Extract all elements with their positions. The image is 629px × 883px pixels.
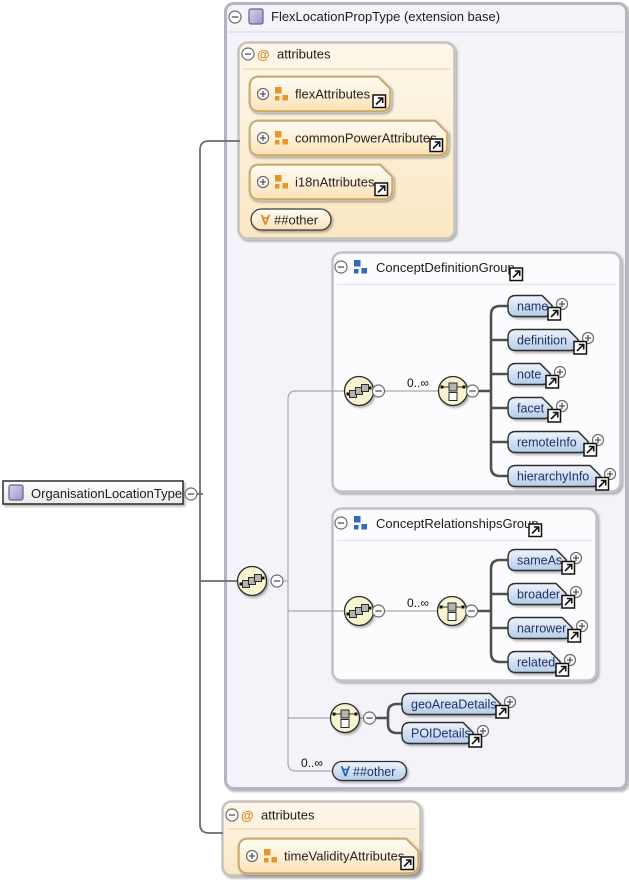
- element-label: hierarchyInfo: [517, 470, 589, 484]
- root-element-label: OrganisationLocationType: [31, 486, 182, 501]
- occurrence-label: 0..∞: [407, 376, 429, 390]
- collapse-icon[interactable]: [464, 604, 479, 618]
- complex-type-icon: [248, 8, 264, 25]
- element-node[interactable]: narrower: [507, 616, 589, 643]
- link-arrow-icon[interactable]: [528, 523, 543, 538]
- collapse-icon[interactable]: [362, 711, 377, 725]
- base-attributes-header: @ attributes: [241, 47, 331, 62]
- link-arrow-icon[interactable]: [583, 442, 598, 457]
- complex-type-icon: [8, 484, 24, 501]
- element-node[interactable]: related: [507, 650, 577, 677]
- collapse-icon[interactable]: [371, 384, 386, 398]
- element-node[interactable]: definition: [507, 328, 595, 355]
- attribute-group-label: commonPowerAttributes: [295, 131, 437, 146]
- link-arrow-icon[interactable]: [547, 306, 562, 321]
- link-arrow-icon[interactable]: [555, 662, 570, 677]
- root-element-node[interactable]: OrganisationLocationType: [2, 480, 198, 505]
- occurrence-label: 0..∞: [301, 756, 323, 770]
- collapse-icon[interactable]: [241, 47, 255, 61]
- element-label: geoAreaDetails: [411, 698, 496, 712]
- element-node[interactable]: broader: [507, 582, 583, 609]
- definition-group-bracket: [478, 304, 511, 478]
- link-arrow-icon[interactable]: [561, 560, 576, 575]
- element-label: narrower: [517, 622, 566, 636]
- link-arrow-icon[interactable]: [374, 182, 389, 197]
- local-attributes-header: @ attributes: [225, 808, 315, 823]
- element-node[interactable]: POIDetails: [401, 721, 490, 748]
- link-arrow-icon[interactable]: [429, 138, 444, 153]
- attributes-title: attributes: [261, 808, 315, 823]
- attribute-group-node[interactable]: timeValidityAttributes: [237, 837, 420, 875]
- attribute-group-label: timeValidityAttributes: [284, 849, 405, 864]
- element-label: POIDetails: [411, 727, 471, 741]
- collapse-icon[interactable]: [270, 574, 284, 588]
- element-node[interactable]: facet: [507, 396, 569, 423]
- relationships-group-bracket: [477, 558, 511, 664]
- element-label: sameAs: [517, 554, 562, 568]
- concept-relationships-group-header: ConceptRelationshipsGroup: [334, 516, 543, 538]
- element-node[interactable]: remoteInfo: [507, 430, 605, 457]
- attribute-group-label: flexAttributes: [295, 87, 371, 102]
- forall-icon: ∀: [340, 764, 351, 779]
- attribute-group-node[interactable]: i18nAttributes: [248, 163, 394, 201]
- collapse-icon[interactable]: [371, 604, 386, 618]
- collapse-icon[interactable]: [225, 808, 239, 822]
- element-node[interactable]: hierarchyInfo: [507, 464, 617, 491]
- element-label: name: [517, 300, 548, 314]
- element-node[interactable]: sameAs: [507, 548, 583, 575]
- forall-icon: ∀: [260, 213, 271, 228]
- element-label: broader: [517, 588, 560, 602]
- attribute-wildcard-label: ##other: [274, 213, 319, 228]
- collapse-icon[interactable]: [334, 516, 348, 530]
- collapse-icon[interactable]: [184, 487, 198, 501]
- expand-icon[interactable]: [256, 175, 270, 189]
- element-label: definition: [517, 334, 567, 348]
- link-arrow-icon[interactable]: [372, 94, 387, 109]
- element-wildcard-label: ##other: [353, 765, 395, 779]
- collapse-icon[interactable]: [228, 10, 242, 24]
- occurrence-label: 0..∞: [407, 596, 429, 610]
- collapse-icon[interactable]: [334, 260, 348, 274]
- concept-definition-group-box: [331, 251, 622, 493]
- link-arrow-icon[interactable]: [595, 476, 610, 491]
- group-title: ConceptRelationshipsGroup: [376, 516, 539, 531]
- link-arrow-icon[interactable]: [567, 628, 582, 643]
- concept-definition-group-header: ConceptDefinitionGroup: [334, 260, 524, 282]
- attribute-group-node[interactable]: commonPowerAttributes: [248, 119, 449, 157]
- link-arrow-icon[interactable]: [545, 374, 560, 389]
- element-node[interactable]: geoAreaDetails: [401, 692, 517, 719]
- expand-icon[interactable]: [245, 849, 259, 863]
- attribute-at-icon: @: [241, 808, 254, 823]
- base-type-title: FlexLocationPropType (extension base): [271, 9, 500, 24]
- attribute-group-node[interactable]: flexAttributes: [248, 75, 392, 113]
- element-wildcard-node[interactable]: ∀ ##other: [331, 760, 408, 782]
- link-arrow-icon[interactable]: [468, 733, 483, 748]
- collapse-icon[interactable]: [465, 384, 480, 398]
- link-arrow-icon[interactable]: [509, 267, 524, 282]
- link-arrow-icon[interactable]: [400, 856, 415, 871]
- element-label: facet: [517, 402, 545, 416]
- attribute-group-label: i18nAttributes: [295, 175, 375, 190]
- base-type-header: FlexLocationPropType (extension base): [228, 8, 500, 25]
- attribute-wildcard-node[interactable]: ∀ ##other: [250, 208, 332, 231]
- expand-icon[interactable]: [256, 131, 270, 145]
- element-node[interactable]: note: [507, 362, 567, 389]
- element-label: remoteInfo: [517, 436, 577, 450]
- link-arrow-icon[interactable]: [573, 340, 588, 355]
- expand-icon[interactable]: [256, 87, 270, 101]
- link-arrow-icon[interactable]: [495, 704, 510, 719]
- link-arrow-icon[interactable]: [547, 408, 562, 423]
- element-label: note: [517, 368, 541, 382]
- element-label: related: [517, 656, 555, 670]
- attribute-at-icon: @: [257, 47, 270, 62]
- attributes-title: attributes: [277, 47, 331, 62]
- link-arrow-icon[interactable]: [561, 594, 576, 609]
- details-choice-bracket: [375, 702, 405, 735]
- element-node[interactable]: name: [507, 294, 569, 321]
- branch-connector: [284, 390, 440, 772]
- group-title: ConceptDefinitionGroup: [376, 260, 515, 275]
